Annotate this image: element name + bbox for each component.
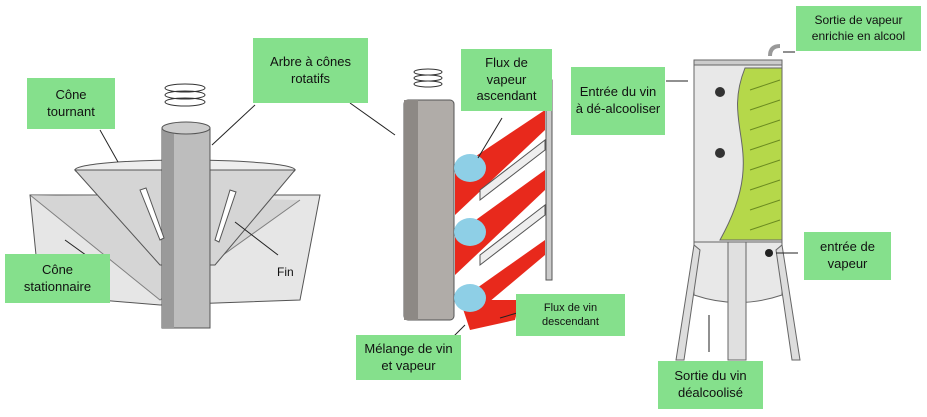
wine-outlet-label: Sortie du vin déalcoolisé bbox=[658, 361, 763, 409]
rotating-cone-label: Cône tournant bbox=[27, 78, 115, 129]
column bbox=[666, 44, 801, 361]
mixture-label: Mélange de vin et vapeur bbox=[356, 335, 461, 380]
fin bbox=[214, 189, 237, 243]
vapour-outlet-label: Sortie de vapeur enrichie en alcool bbox=[796, 6, 921, 51]
stationary-cone-label: Cône stationnaire bbox=[5, 254, 110, 303]
rotation-arrow-icon bbox=[413, 68, 443, 88]
rotation-arrow-icon bbox=[164, 83, 206, 107]
cone-detail bbox=[403, 68, 553, 339]
fin-label: Fin bbox=[277, 265, 294, 279]
wine-inlet-label: Entrée du vin à dé-alcooliser bbox=[571, 67, 665, 135]
rising-vapour-label: Flux de vapeur ascendant bbox=[461, 49, 552, 111]
steam-inlet-label: entrée de vapeur bbox=[804, 232, 891, 280]
fin bbox=[139, 187, 165, 241]
descending-wine-label: Flux de vin descendant bbox=[516, 294, 625, 336]
shaft-label: Arbre à cônes rotatifs bbox=[253, 38, 368, 103]
